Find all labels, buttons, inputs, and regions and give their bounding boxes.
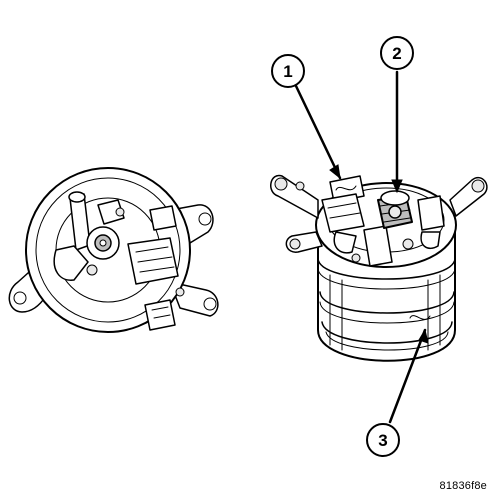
callout-1-number: 1 [283,62,292,81]
callout-1: 1 [271,54,357,191]
compressor-side-view [270,174,488,362]
compressor-top-view [8,167,219,333]
figure-code: 81836f8e [439,480,487,492]
callout-2-number: 2 [392,44,401,63]
callout-2: 2 [380,36,414,194]
callout-3: 3 [366,315,431,457]
callout-3-number: 3 [378,431,387,450]
